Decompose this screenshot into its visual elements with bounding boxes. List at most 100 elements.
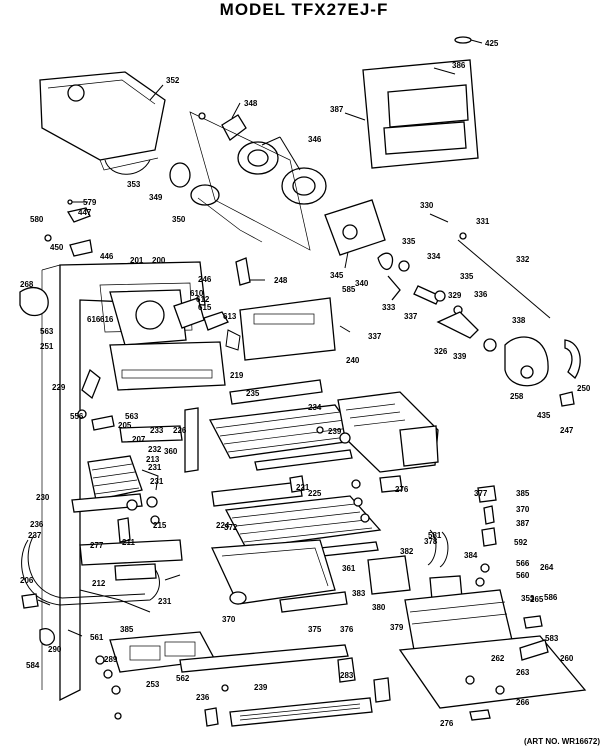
callout-label: 336: [474, 290, 488, 299]
callout-label: 334: [427, 252, 441, 261]
callout-label: 231: [148, 463, 162, 472]
callout-label: 250: [577, 384, 591, 393]
wire-shelf-205: [208, 404, 362, 471]
callout-label: 348: [244, 99, 258, 108]
callout-label: 566: [516, 559, 530, 568]
callout-label: 326: [434, 347, 448, 356]
callout-label: 581: [428, 531, 442, 540]
freezer-cabinet: [19, 261, 241, 702]
callout-label: 612: [196, 295, 210, 304]
art-number: (ART NO. WR16672): [523, 737, 600, 746]
callout-label: 338: [512, 316, 526, 325]
cover-250: [109, 341, 226, 391]
callout-label: 386: [452, 61, 466, 70]
ice-bucket-352: [39, 71, 166, 175]
callout-label: 207: [132, 435, 146, 444]
callout-label: 205: [118, 421, 132, 430]
callout-label: 276: [395, 485, 409, 494]
callout-label: 247: [560, 426, 574, 435]
callout-label: 283: [340, 671, 354, 680]
callout-label: 335: [460, 272, 474, 281]
callout-label: 262: [491, 654, 505, 663]
callout-label: 378: [424, 537, 438, 546]
callout-label: 234: [308, 403, 322, 412]
callout-label: 563: [125, 412, 139, 421]
callout-label: 215: [153, 521, 167, 530]
callout-label: 331: [476, 217, 490, 226]
callout-label: 446: [100, 252, 114, 261]
callout-label: 263: [516, 668, 530, 677]
wire-shelf-208: [211, 481, 382, 557]
callout-label: 586: [544, 593, 558, 602]
callout-label: 253: [146, 680, 160, 689]
callout-label: 330: [420, 201, 434, 210]
callout-label: 232: [148, 445, 162, 454]
callout-label: 352: [166, 76, 180, 85]
tubing-224: [21, 534, 183, 613]
compressor-area: [367, 485, 587, 721]
small-parts-mid: [289, 475, 403, 523]
control-panel-585: [239, 297, 351, 361]
callout-label: 580: [30, 215, 44, 224]
callout-label: 579: [83, 198, 97, 207]
callout-label: 616: [100, 315, 114, 324]
callout-labels: 4253523863873483463533493505794475804504…: [20, 39, 591, 728]
callout-label: 372: [224, 523, 238, 532]
callout-label: 206: [20, 576, 34, 585]
callout-label: 379: [390, 623, 404, 632]
callout-label: 382: [400, 547, 414, 556]
callout-label: 240: [346, 356, 360, 365]
part-425: [454, 36, 483, 44]
bracket-229: [119, 425, 183, 443]
shelf-rail-247: [184, 379, 323, 473]
callout-label: 376: [340, 625, 354, 634]
callout-label: 380: [372, 603, 386, 612]
callout-label: 339: [453, 352, 467, 361]
callout-label: 239: [328, 427, 342, 436]
callout-label: 387: [516, 519, 530, 528]
callout-label: 361: [342, 564, 356, 573]
callout-label: 349: [149, 193, 163, 202]
callout-label: 561: [90, 633, 104, 642]
panel-386-387: [344, 59, 479, 169]
callout-label: 425: [485, 39, 499, 48]
callout-label: 239: [254, 683, 268, 692]
callout-label: 265: [530, 595, 544, 604]
callout-label: 212: [92, 579, 106, 588]
callout-label: 268: [20, 280, 34, 289]
callout-label: 340: [355, 279, 369, 288]
defrost-parts: [71, 493, 160, 543]
callout-label: 224: [216, 521, 230, 530]
callout-label: 345: [330, 271, 344, 280]
callout-label: 562: [176, 674, 190, 683]
callout-label: 375: [308, 625, 322, 634]
callout-label: 266: [516, 698, 530, 707]
callout-label: 592: [514, 538, 528, 547]
callout-label: 353: [127, 180, 141, 189]
callout-label: 221: [296, 483, 310, 492]
callout-label: 583: [545, 634, 559, 643]
callout-label: 236: [196, 693, 210, 702]
callout-label: 260: [560, 654, 574, 663]
callout-label: 610: [190, 289, 204, 298]
callout-label: 237: [28, 531, 42, 540]
base-grille-388: [114, 677, 391, 727]
ice-maker-320: [316, 391, 439, 473]
callout-label: 277: [90, 541, 104, 550]
callout-label: 616: [87, 315, 101, 324]
callout-label: 435: [537, 411, 551, 420]
callout-label: 387: [330, 105, 344, 114]
callout-label: 229: [52, 383, 66, 392]
callout-label: 211: [122, 538, 135, 547]
callout-label: 289: [104, 655, 118, 664]
callout-label: 290: [48, 645, 62, 654]
callout-label: 225: [308, 489, 322, 498]
callout-label: 560: [516, 571, 530, 580]
callout-label: 230: [36, 493, 50, 502]
callout-label: 584: [26, 661, 40, 670]
auger-assembly: [169, 102, 327, 251]
callout-label: 556: [70, 412, 84, 421]
callout-label: 231: [150, 477, 164, 486]
callout-label: 450: [50, 243, 64, 252]
